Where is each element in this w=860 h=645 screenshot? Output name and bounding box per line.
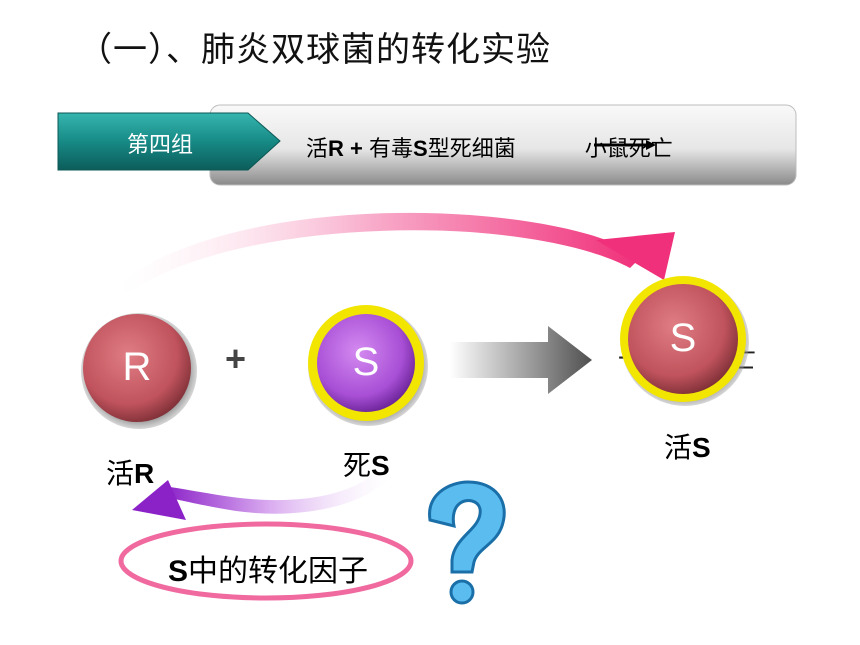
live-s-caption: 活S [664,431,711,464]
group-banner [57,104,797,186]
back-arrow-icon [132,470,392,520]
slide-title: （一）、肺炎双球菌的转化实验 [78,30,551,70]
result-r: R [328,136,344,161]
factor-oval [118,521,414,601]
group-label: 第四组 [126,133,193,158]
result-s: S [413,136,428,161]
r-ball-letter: R [122,345,152,389]
result-part1: 活 [306,137,329,162]
group-result: 活R + 有毒S型死细菌 小鼠死亡 [306,131,673,163]
result-plus: + [343,136,369,161]
result-part2: 有毒 [368,137,413,162]
curved-arrow-icon [118,212,675,292]
dead-s-ball-letter: S [352,340,380,384]
result-part4: 小鼠死亡 [584,137,673,162]
live-r-caption: 活R [106,457,155,490]
right-arrow-icon [450,326,592,394]
result-part3: 型死细菌 [427,137,523,162]
plus-sign: + [225,338,247,379]
result-arrow-icon [594,140,656,150]
dead-s-caption: 死S [343,449,390,482]
live-r-bacterium [81,313,197,429]
live-s-bacterium [620,276,749,406]
dead-s-bacterium [308,305,428,426]
transforming-factor-label: S中的转化因子 [168,554,369,589]
live-s-ball-letter: S [669,316,697,360]
question-mark-icon [428,480,506,605]
